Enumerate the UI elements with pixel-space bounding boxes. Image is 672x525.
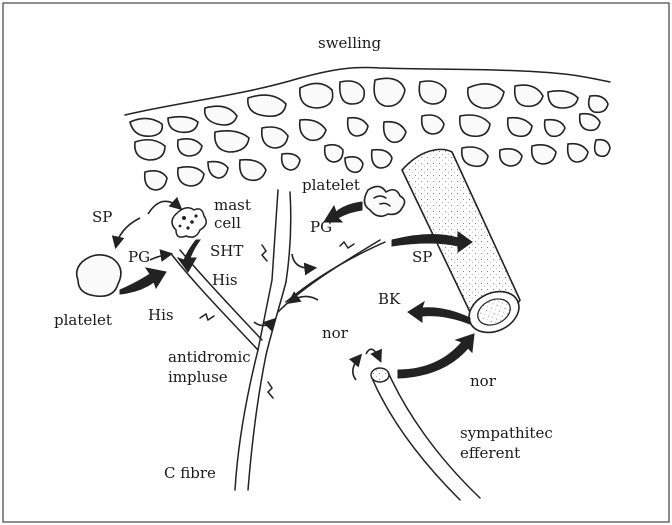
c-fibre-nerve — [172, 190, 385, 490]
label-bk: BK — [378, 290, 401, 308]
label-his-upper: His — [212, 271, 238, 289]
label-nor-right: nor — [470, 372, 497, 390]
label-pg-left: PG — [128, 248, 150, 266]
label-antidromic-line1: antidromic — [168, 348, 251, 366]
mast-cell — [172, 208, 206, 237]
label-sympathetic-line1: sympathitec — [460, 424, 553, 442]
label-antidromic-line2: impluse — [168, 368, 228, 386]
label-mast-cell-line2: cell — [214, 214, 241, 232]
platelet-left — [77, 255, 121, 296]
label-pg-mid: PG — [310, 218, 332, 236]
label-sht: SHT — [210, 242, 243, 260]
platelet-cluster-top — [364, 186, 404, 216]
label-sympathetic-line2: efferent — [460, 444, 520, 462]
label-platelet-top: platelet — [302, 176, 360, 194]
label-nor-mid: nor — [322, 324, 349, 342]
label-sp-left: SP — [92, 208, 112, 226]
label-his-lower: His — [148, 306, 174, 324]
swollen-tissue — [125, 67, 610, 190]
label-swelling: swelling — [318, 34, 381, 52]
label-sp-right: SP — [412, 248, 432, 266]
label-mast-cell-line1: mast — [214, 196, 251, 214]
label-platelet-left: platelet — [54, 311, 112, 329]
label-c-fibre: C fibre — [164, 464, 216, 482]
